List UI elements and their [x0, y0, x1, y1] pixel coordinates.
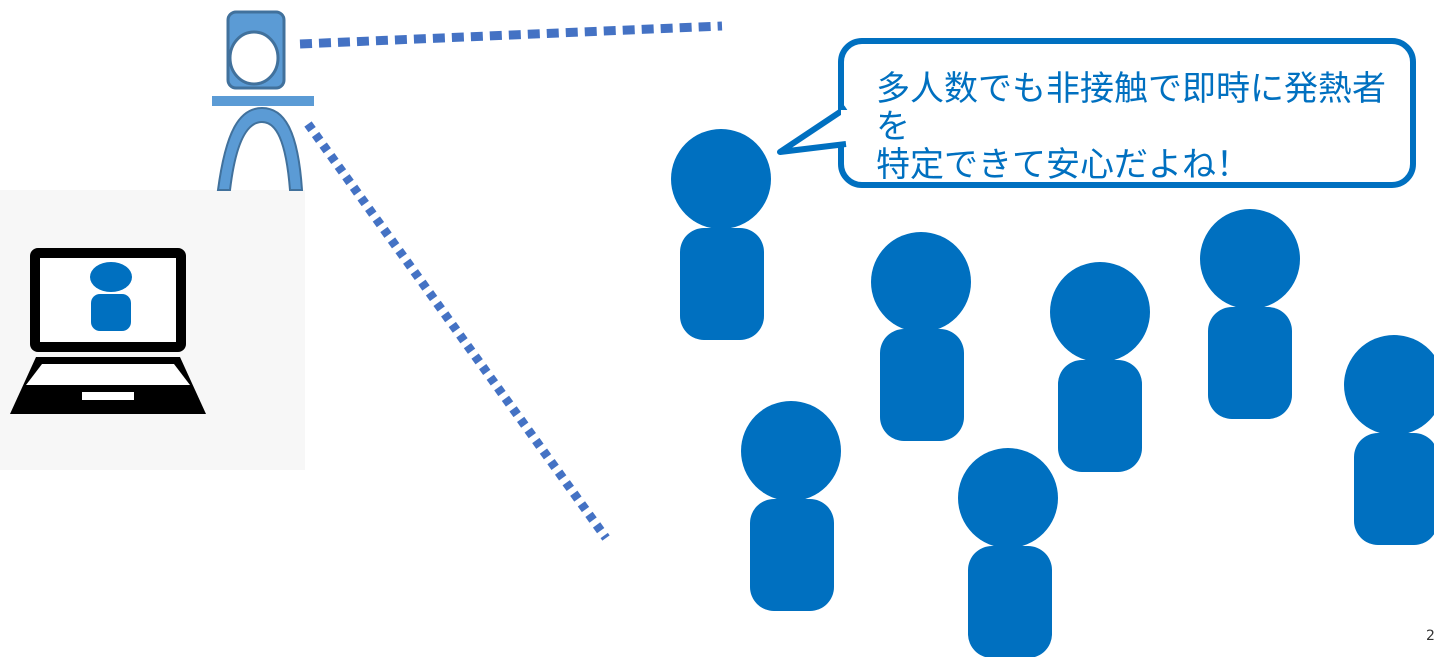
crowd	[671, 129, 1434, 657]
camera-view-line-top	[299, 21, 723, 49]
person-icon	[671, 129, 771, 340]
person-icon	[1344, 335, 1434, 545]
speech-bubble	[838, 38, 1416, 188]
person-icon	[871, 232, 971, 441]
camera-view-line-bottom	[304, 121, 610, 541]
thermal-camera-icon	[212, 10, 314, 191]
laptop-icon	[10, 248, 206, 414]
person-icon	[1050, 262, 1150, 472]
speech-line-2: 特定できて安心だよね！	[876, 145, 1250, 185]
speech-bubble-text: 多人数でも非接触で即時に発熱者を 特定できて安心だよね！	[876, 70, 1396, 184]
speech-line-1: 多人数でも非接触で即時に発熱者を	[876, 69, 1386, 147]
page-number: 2	[1426, 628, 1434, 644]
person-icon	[741, 401, 841, 611]
person-icon	[1200, 209, 1300, 419]
person-icon	[958, 448, 1058, 657]
